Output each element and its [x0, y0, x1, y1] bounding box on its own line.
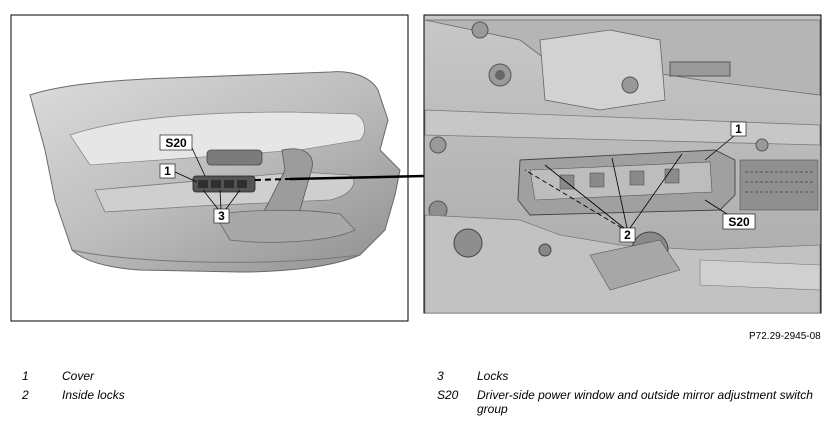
legend-text-2: Inside locks — [62, 388, 125, 402]
callout-s20-left: S20 — [165, 136, 187, 150]
callout-s20-right: S20 — [728, 215, 750, 229]
legend-text-1: Cover — [62, 369, 95, 383]
callout-3-left: 3 — [218, 209, 225, 223]
legend-text-s20: Driver-side power window and outside mir… — [477, 388, 813, 416]
callout-1-left: 1 — [164, 164, 171, 178]
switch-detail-panel: 1 2 S20 — [423, 14, 822, 314]
switch-group-s20 — [192, 175, 256, 193]
legend-num-s20: S20 — [437, 388, 459, 402]
legend-text-3: Locks — [477, 369, 509, 383]
callout-1-right: 1 — [735, 122, 742, 136]
door-pocket — [214, 209, 356, 243]
door-opener — [206, 149, 263, 166]
legend-num-2: 2 — [22, 388, 29, 402]
legend-num-3: 3 — [437, 369, 444, 383]
callout-s20-left-box — [159, 134, 193, 151]
door-overview-panel: S20 1 3 — [10, 14, 409, 322]
door-shoulder — [69, 111, 365, 166]
detail-connector — [254, 174, 425, 181]
callout-2-right: 2 — [624, 228, 631, 242]
figure-reference: P72.29-2945-08 — [749, 331, 821, 342]
legend-num-1: 1 — [22, 369, 29, 383]
door-trim — [29, 71, 401, 273]
